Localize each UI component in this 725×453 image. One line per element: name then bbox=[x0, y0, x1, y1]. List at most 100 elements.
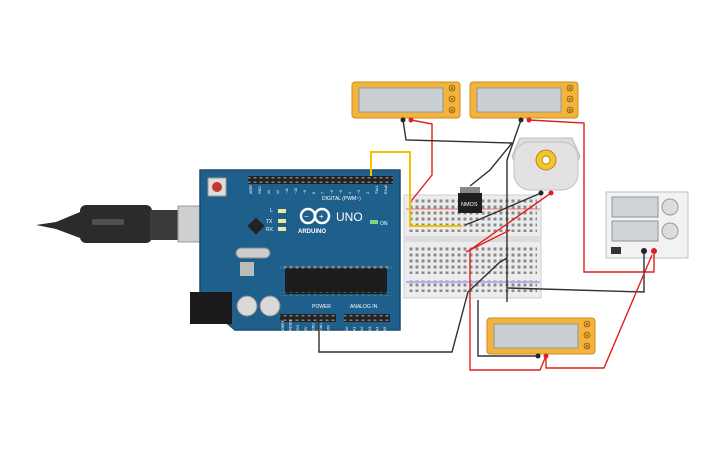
capacitor bbox=[236, 295, 258, 317]
meter-mode-button-a[interactable] bbox=[448, 84, 456, 92]
digital-pin-label: ~10 bbox=[294, 188, 298, 194]
power-pin-label: 5V bbox=[304, 326, 308, 331]
svg-text:+: + bbox=[319, 212, 324, 221]
wire-black bbox=[464, 192, 542, 226]
supply-terminal-positive[interactable] bbox=[651, 248, 657, 254]
regulator bbox=[240, 262, 254, 276]
meter-button-label: V bbox=[569, 97, 572, 101]
tx-led bbox=[278, 219, 286, 223]
meter-button-label: A bbox=[569, 86, 572, 90]
meter-button-label: V bbox=[451, 97, 454, 101]
multimeter-top-right[interactable] bbox=[469, 81, 579, 123]
power-pin-label: RESET bbox=[289, 318, 293, 331]
power-pin-label: GND bbox=[319, 323, 323, 331]
atmega-chip bbox=[280, 266, 392, 296]
svg-text:−: − bbox=[304, 212, 309, 221]
wire-red bbox=[528, 119, 655, 273]
power-pin-label: IOREF bbox=[281, 319, 285, 331]
digital-pin-label: 2 bbox=[366, 192, 370, 194]
meter-mode-button-v[interactable] bbox=[566, 95, 574, 103]
wire-black bbox=[506, 119, 522, 302]
wire-yellow bbox=[370, 151, 462, 227]
l-led bbox=[278, 209, 286, 213]
meter-button-label: Ω bbox=[586, 344, 589, 348]
usb-chip bbox=[247, 217, 265, 235]
l-led-label: L bbox=[270, 208, 273, 214]
digital-pin-label: 12 bbox=[276, 190, 280, 194]
meter-button-label: Ω bbox=[569, 108, 572, 112]
capacitor bbox=[259, 295, 281, 317]
digital-pin-label: 7 bbox=[321, 192, 325, 194]
meter-mode-button-ohm[interactable] bbox=[448, 106, 456, 114]
power-pin-label: 3V3 bbox=[296, 325, 300, 331]
meter-button-label: A bbox=[586, 322, 589, 326]
meter-button-label: V bbox=[586, 333, 589, 337]
wire-black bbox=[318, 257, 508, 353]
usb-cable[interactable] bbox=[36, 205, 227, 243]
dc-motor[interactable] bbox=[511, 137, 581, 196]
power-pin-label: GND bbox=[311, 323, 315, 331]
arduino-uno-board[interactable]: − + ARDUINO UNO DIGITAL (PWM~) ON L TX R… bbox=[190, 169, 401, 331]
digital-pin-label: ~11 bbox=[285, 188, 289, 194]
meter-mode-button-ohm[interactable] bbox=[566, 106, 574, 114]
digital-pin-label: ~6 bbox=[330, 190, 334, 194]
analog-header bbox=[344, 314, 390, 322]
power-switch[interactable] bbox=[611, 247, 621, 254]
digital-pin-label: TX▸1 bbox=[375, 186, 379, 194]
analog-pin-label: A1 bbox=[353, 327, 357, 331]
wire-red bbox=[410, 119, 433, 201]
tx-led-label: TX bbox=[266, 219, 273, 225]
arduino-model-label: UNO bbox=[336, 210, 363, 224]
meter-button-label: A bbox=[451, 86, 454, 90]
arduino-logo: − + bbox=[299, 207, 331, 225]
voltage-knob[interactable] bbox=[661, 198, 679, 216]
on-led-label: ON bbox=[380, 221, 388, 227]
meter-mode-button-ohm[interactable] bbox=[583, 342, 591, 350]
digital-pin-label: 8 bbox=[312, 192, 316, 194]
analog-header-label: ANALOG IN bbox=[350, 304, 378, 310]
current-knob[interactable] bbox=[661, 222, 679, 240]
multimeter-bottom[interactable] bbox=[486, 317, 596, 359]
digital-header bbox=[248, 176, 393, 184]
meter-mode-button-v[interactable] bbox=[583, 331, 591, 339]
multimeter-top-left[interactable] bbox=[351, 81, 461, 123]
analog-pin-label: A3 bbox=[368, 327, 372, 331]
analog-pin-label: A4 bbox=[375, 327, 379, 331]
on-led bbox=[370, 220, 378, 224]
nmos-label: NMOS bbox=[461, 202, 478, 208]
arduino-brand-label: ARDUINO bbox=[298, 229, 326, 235]
digital-pin-label: ~3 bbox=[357, 190, 361, 194]
wire-black bbox=[402, 119, 514, 187]
power-jack[interactable] bbox=[190, 292, 232, 324]
digital-pin-label: GND bbox=[258, 186, 262, 194]
meter-mode-button-v[interactable] bbox=[448, 95, 456, 103]
wire-red bbox=[469, 192, 552, 371]
crystal bbox=[235, 247, 271, 259]
meter-mode-button-a[interactable] bbox=[566, 84, 574, 92]
wires[interactable] bbox=[318, 119, 655, 371]
digital-pin-label: AREF bbox=[249, 184, 253, 194]
dc-power-supply[interactable] bbox=[605, 191, 689, 259]
wire-black bbox=[477, 300, 538, 357]
reset-button[interactable] bbox=[207, 177, 227, 197]
digital-pin-label: RX◂0 bbox=[384, 185, 388, 194]
wire-red bbox=[465, 229, 511, 253]
power-header bbox=[280, 314, 336, 322]
nmos-transistor[interactable]: NMOS bbox=[458, 187, 482, 213]
analog-pin-label: A2 bbox=[360, 327, 364, 331]
rx-led bbox=[278, 227, 286, 231]
digital-pin-label: ~9 bbox=[303, 190, 307, 194]
meter-mode-button-a[interactable] bbox=[583, 320, 591, 328]
digital-header-label: DIGITAL (PWM~) bbox=[322, 196, 361, 202]
wire-black bbox=[507, 253, 645, 293]
rx-led-label: RX bbox=[266, 227, 274, 233]
supply-terminal-negative[interactable] bbox=[641, 248, 647, 254]
power-header-label: POWER bbox=[312, 304, 331, 310]
power-pin-label: VIN bbox=[327, 325, 331, 331]
digital-pin-label: ~5 bbox=[339, 190, 343, 194]
digital-pin-label: 13 bbox=[267, 190, 271, 194]
wire-red bbox=[545, 254, 653, 369]
analog-pin-label: A5 bbox=[383, 327, 387, 331]
analog-pin-label: A0 bbox=[345, 327, 349, 331]
